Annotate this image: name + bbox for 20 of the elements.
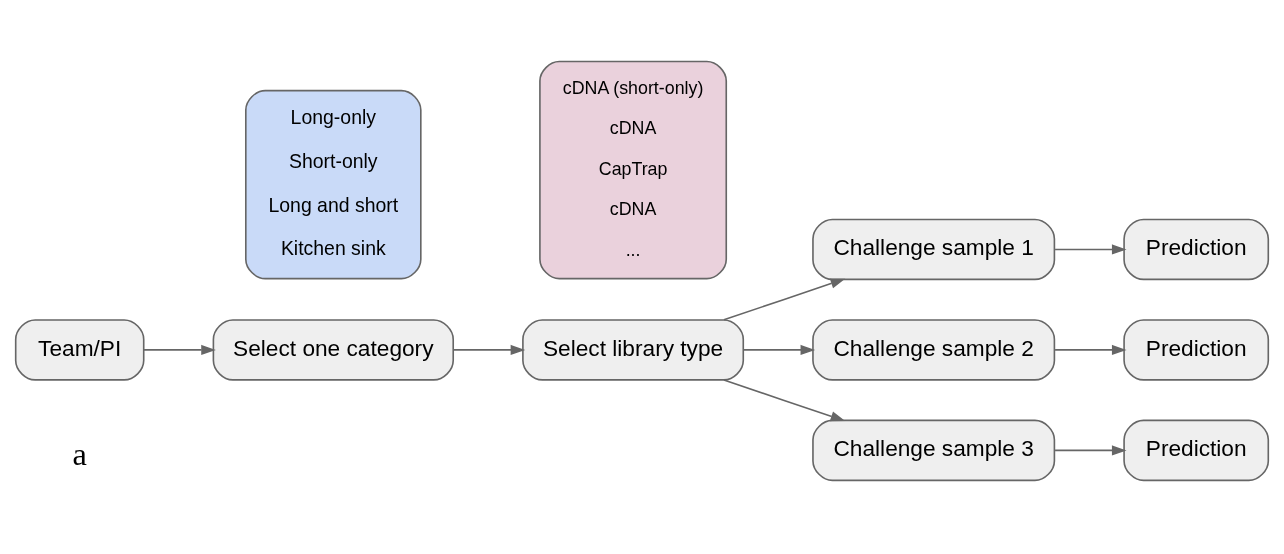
node-box: Prediction bbox=[1123, 419, 1270, 482]
node-box: cDNA (short-only) cDNA CapTrap cDNA ... bbox=[539, 60, 728, 280]
node-box: Long-only Short-only Long and short Kitchen sink bbox=[245, 89, 422, 280]
arrow bbox=[143, 344, 216, 356]
node-box: Challenge sample 3 bbox=[812, 419, 1056, 482]
node-box: Challenge sample 2 bbox=[812, 319, 1056, 381]
arrow bbox=[1054, 445, 1127, 456]
arrow bbox=[1054, 244, 1127, 255]
node-box: Prediction bbox=[1123, 218, 1270, 281]
arrow bbox=[723, 379, 846, 422]
label: a bbox=[72, 435, 87, 472]
node-box: Prediction bbox=[1123, 319, 1270, 381]
arrow bbox=[1054, 344, 1127, 356]
arrow bbox=[723, 278, 846, 321]
node-box: Select library type bbox=[522, 319, 745, 381]
arrow bbox=[742, 344, 816, 356]
node-box: Team/PI bbox=[14, 319, 145, 381]
node-box: Select one category bbox=[212, 319, 455, 381]
node-box: Challenge sample 1 bbox=[812, 218, 1056, 281]
arrow bbox=[452, 344, 526, 356]
